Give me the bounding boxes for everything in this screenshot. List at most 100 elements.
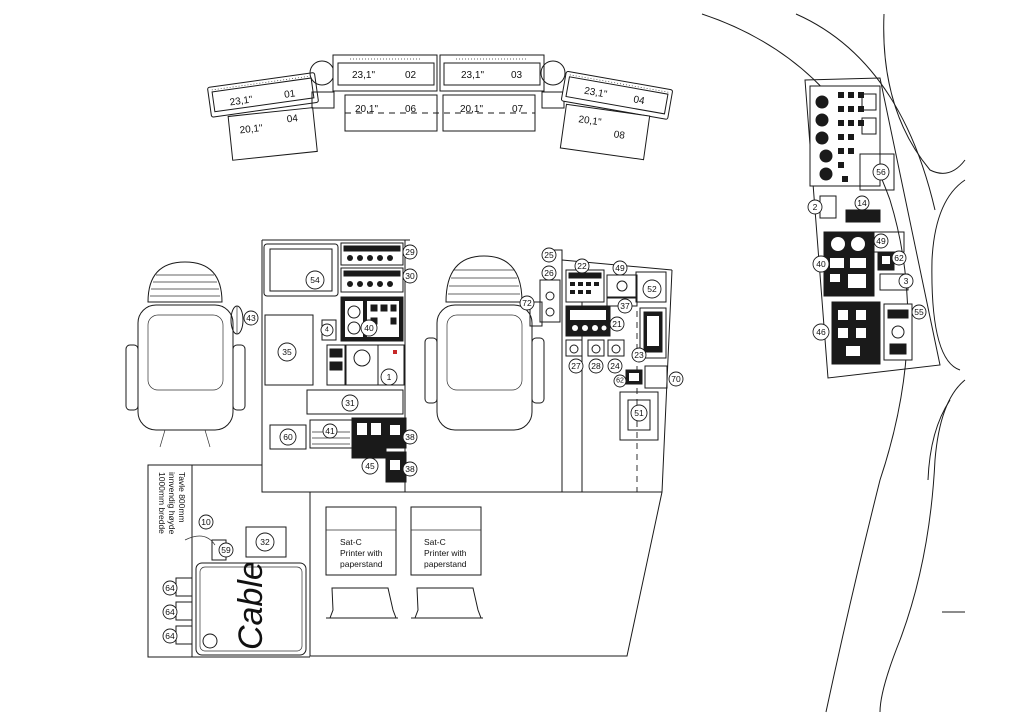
callout-circle — [218, 542, 234, 558]
callout-c21: 21 — [609, 316, 625, 332]
callout-circle — [402, 429, 418, 445]
callout-number: 59 — [221, 545, 231, 555]
callout-circle — [807, 199, 823, 215]
callout-c49: 49 — [612, 260, 628, 276]
callout-number: 27 — [571, 361, 581, 371]
device-27 — [565, 339, 583, 357]
callout-circle — [568, 358, 584, 374]
callout-c64b: 64 — [162, 604, 178, 620]
callout-r49: 49 — [873, 233, 889, 249]
callout-number: 4 — [325, 327, 329, 334]
callout-circle — [519, 295, 535, 311]
callout-number: 54 — [310, 275, 320, 285]
callout-circle — [668, 371, 684, 387]
callout-c27: 27 — [568, 358, 584, 374]
callout-c64a: 64 — [162, 580, 178, 596]
printer-2-line1: Sat-C — [424, 537, 446, 547]
control-panel-30 — [340, 267, 404, 293]
callout-number: 31 — [345, 398, 355, 408]
callout-number: 64 — [165, 607, 175, 617]
monitor-02-number: 02 — [405, 70, 417, 81]
callout-c31: 31 — [341, 394, 359, 412]
device-70 — [644, 365, 668, 389]
callout-c51: 51 — [630, 404, 648, 422]
cable-label: Cable — [232, 561, 270, 650]
display-54 — [263, 243, 339, 297]
panel-35 — [264, 314, 314, 386]
monitor-20in-04: 20,1" 04 — [227, 107, 318, 161]
monitor-20in-07-size: 20,1" — [460, 104, 483, 115]
printer-sat-c-2: Sat-C Printer with paperstand — [410, 506, 483, 619]
box-64 — [175, 625, 193, 645]
note-line3: 1000mm bredde — [157, 472, 167, 534]
callout-r46: 46 — [812, 323, 830, 341]
callout-circle — [402, 244, 418, 260]
callout-number: 32 — [260, 537, 270, 547]
callout-r62: 62 — [891, 250, 907, 266]
monitor-20in-06-number: 06 — [405, 104, 417, 115]
callout-circle — [607, 358, 623, 374]
monitor-20in-07-number: 07 — [512, 104, 524, 115]
callout-circle — [402, 268, 418, 284]
wing-panel-55 — [883, 303, 913, 361]
printer-2-line3: paperstand — [424, 559, 467, 569]
callout-circle — [911, 304, 927, 320]
monitor-20in-04-size: 20,1" — [239, 123, 263, 136]
callout-number: 62 — [616, 378, 624, 385]
callout-circle — [541, 247, 557, 263]
callout-circle — [361, 457, 379, 475]
callout-c41: 41 — [322, 423, 338, 439]
callout-circle — [402, 461, 418, 477]
callout-number: 23 — [634, 350, 644, 360]
callout-number: 40 — [364, 323, 374, 333]
callout-circle — [617, 298, 633, 314]
callout-circle — [630, 404, 648, 422]
callout-number: 38 — [405, 432, 415, 442]
callout-c28: 28 — [588, 358, 604, 374]
cable-tray — [195, 562, 307, 656]
monitor-20in-06-size: 20,1" — [355, 104, 378, 115]
monitor-04-size: 23,1" — [583, 86, 608, 101]
callout-circle — [162, 580, 178, 596]
callout-number: 56 — [876, 167, 886, 177]
device-51-frame — [619, 391, 659, 441]
callout-circle — [277, 342, 297, 362]
callout-number: 26 — [544, 268, 554, 278]
callout-number: 14 — [857, 198, 867, 208]
callout-number: 46 — [816, 327, 826, 337]
callout-circle — [612, 260, 628, 276]
callout-number: 41 — [325, 426, 335, 436]
chair-left — [125, 261, 246, 448]
callout-number: 38 — [405, 464, 415, 474]
callout-circle — [812, 323, 830, 341]
monitor-01-size: 23,1" — [229, 94, 254, 108]
callout-c38b: 38 — [402, 461, 418, 477]
bridge-wing-right — [701, 13, 966, 713]
device-49 — [606, 274, 638, 298]
callout-circle — [609, 316, 625, 332]
callout-c45: 45 — [361, 457, 379, 475]
monitor-20in-08-number: 08 — [613, 129, 626, 142]
control-panel-21 — [565, 305, 611, 337]
device-52 — [635, 271, 667, 303]
callout-number: 64 — [165, 631, 175, 641]
chair-right — [424, 255, 545, 431]
callout-circle — [812, 255, 830, 273]
callout-number: 43 — [246, 313, 256, 323]
callout-circle — [320, 323, 334, 337]
callout-number: 60 — [283, 432, 293, 442]
callout-circle — [255, 532, 275, 552]
callout-circle — [872, 163, 890, 181]
monitor-mount-bracket — [541, 91, 565, 109]
printer-1-line2: Printer with — [340, 548, 383, 558]
callout-c4: 4 — [320, 323, 334, 337]
callout-number: 28 — [591, 361, 601, 371]
callout-circle — [588, 358, 604, 374]
callout-c60: 60 — [279, 428, 297, 446]
callout-circle — [360, 319, 378, 337]
callout-circle — [574, 258, 590, 274]
callout-circle — [341, 394, 359, 412]
callout-c24: 24 — [607, 358, 623, 374]
callout-c23: 23 — [631, 347, 647, 363]
callout-circle — [873, 233, 889, 249]
